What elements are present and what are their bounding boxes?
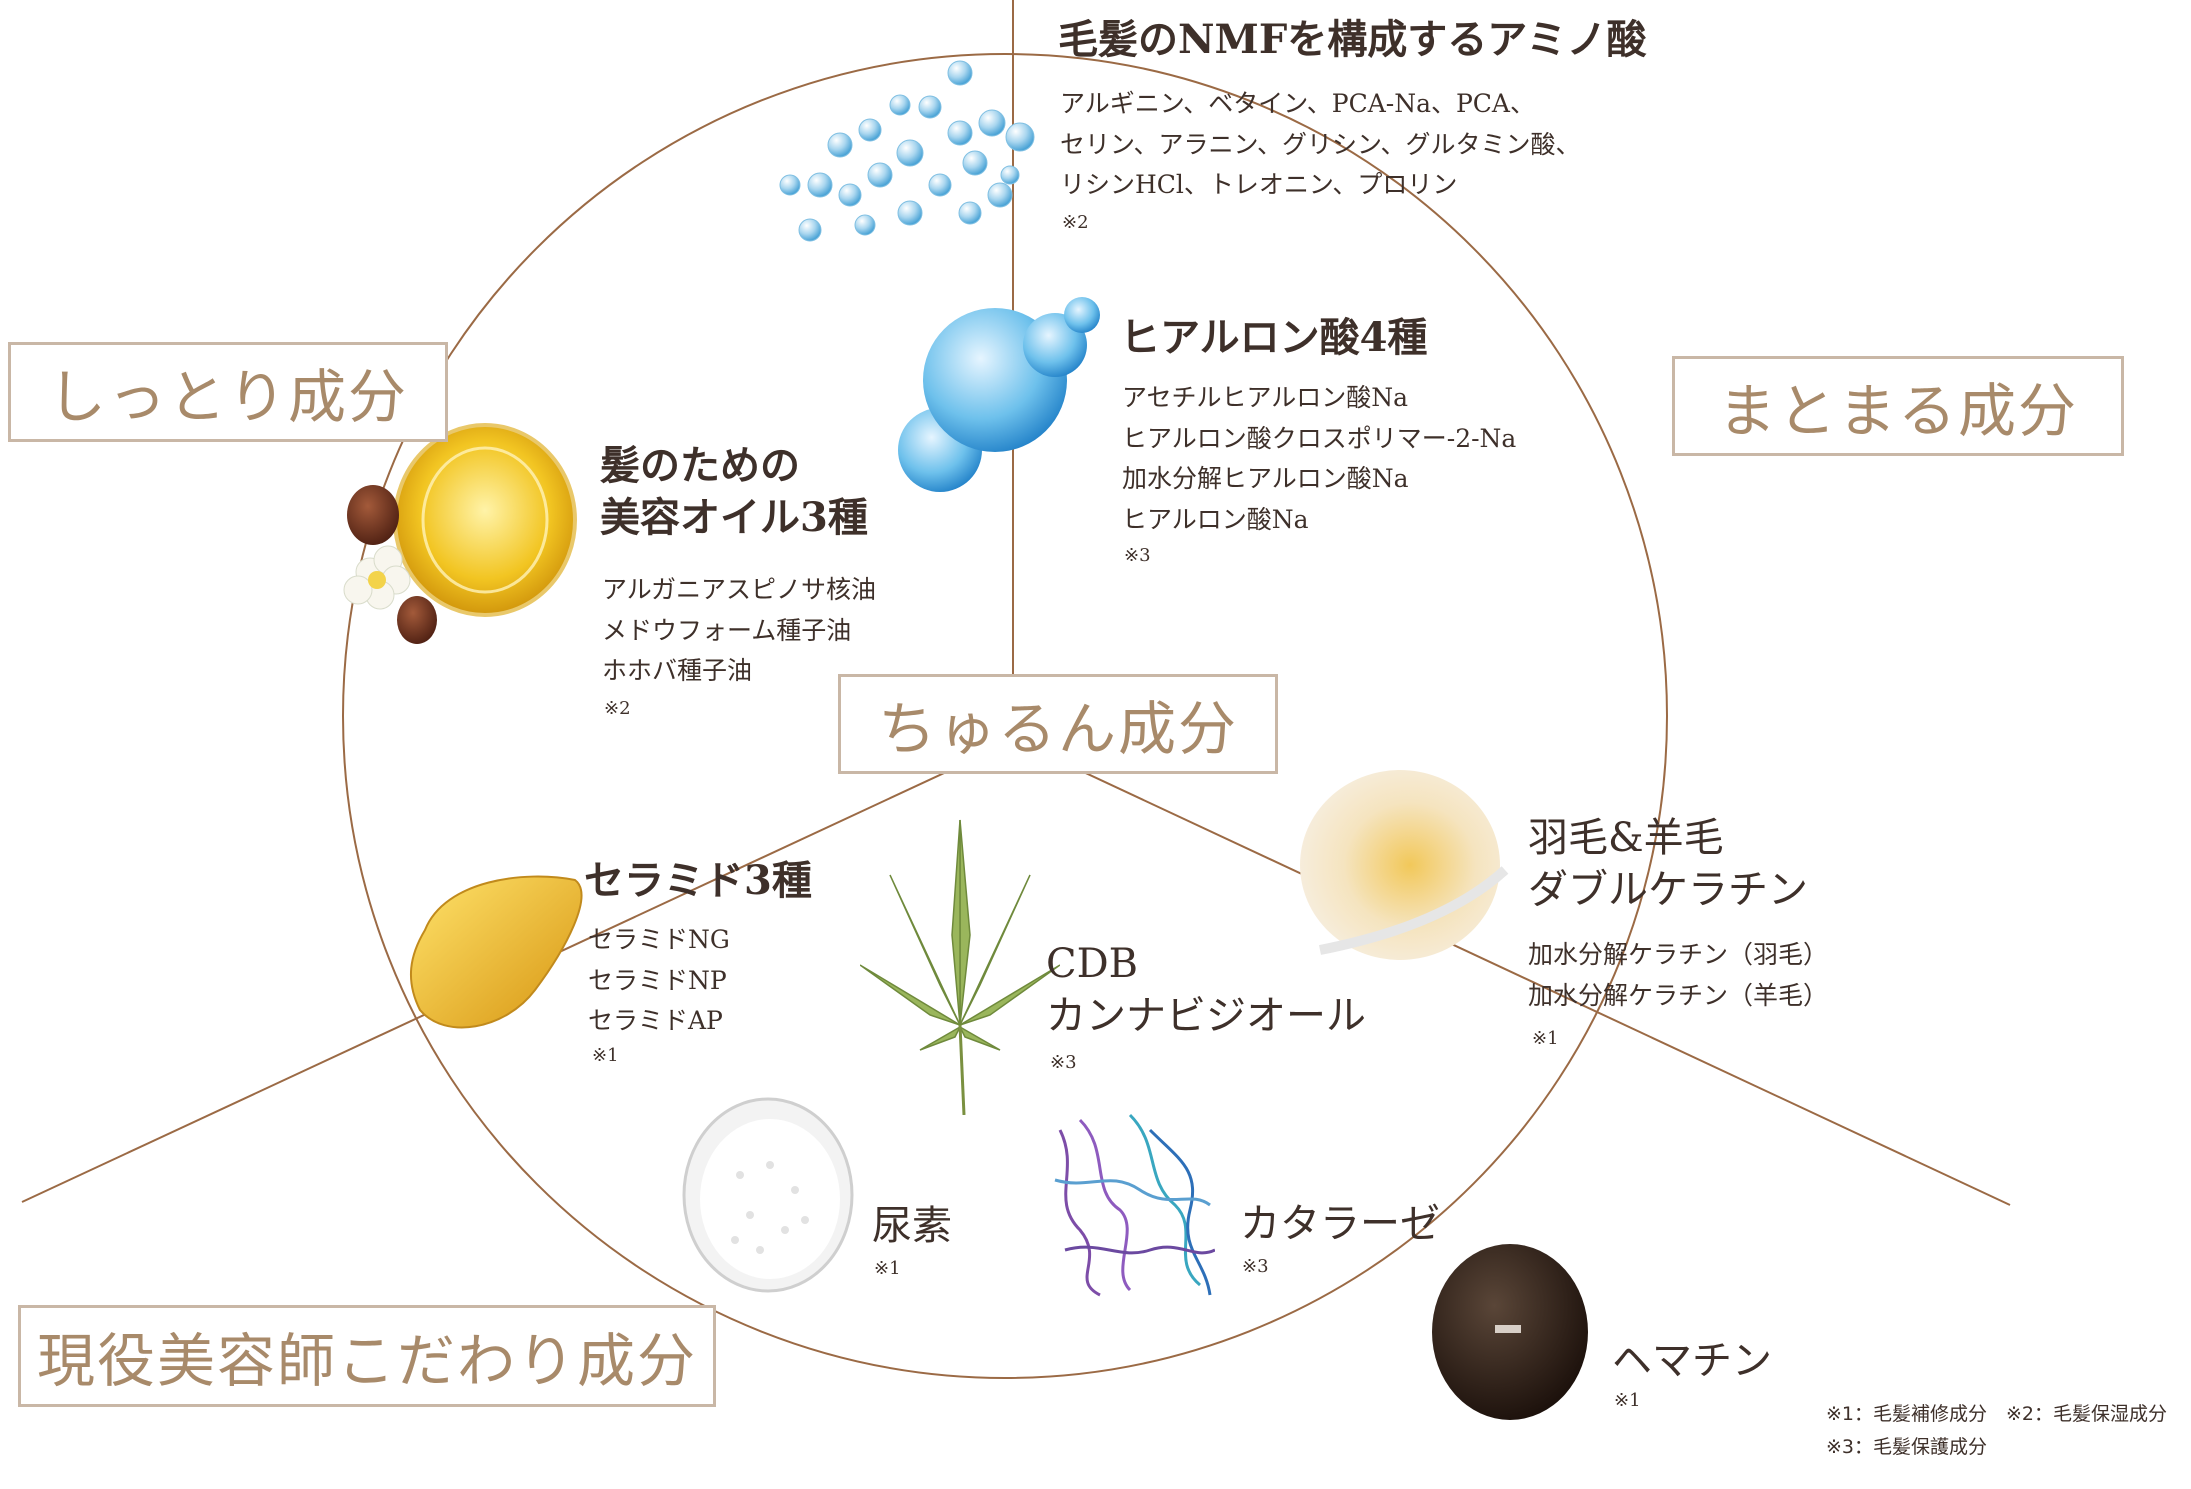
cbd-title: CDB カンナビジオール [1046, 938, 1366, 1042]
oil-title-line: 髪のための [600, 442, 800, 489]
urea-title: 尿素 [872, 1203, 952, 1249]
cbd-note: ※3 [1050, 1052, 1077, 1073]
ceramide-line: セラミドNP [588, 965, 727, 995]
urea-note: ※1 [874, 1258, 901, 1279]
hematin-icon [1432, 1244, 1588, 1420]
hyaluronic-title: ヒアルロン酸4種 [1120, 314, 1428, 361]
hyaluronic-ingredients: アセチルヒアルロン酸Na ヒアルロン酸クロスポリマー-2-Na 加水分解ヒアルロ… [1122, 378, 1516, 540]
legend-line-1: ※1：毛髪補修成分 ※2：毛髪保湿成分 [1826, 1403, 2168, 1425]
cbd-title-line: カンナビジオール [1046, 993, 1366, 1039]
ceramide-title: セラミド3種 [584, 857, 812, 904]
nmf-title: 毛髪のNMFを構成するアミノ酸 [1058, 16, 1647, 63]
cbd-title-line: CDB [1046, 941, 1139, 987]
urea-dish-icon [682, 1097, 854, 1293]
beauty-oil-icon [343, 423, 577, 644]
nmf-ingredients: アルギニン、ベタイン、PCA-Na、PCA、 セリン、アラニン、グリシン、グルタ… [1060, 84, 1581, 206]
keratin-title-line: ダブルケラチン [1528, 867, 1808, 913]
legend-line-2: ※3：毛髪保護成分 [1826, 1436, 1988, 1459]
footnote-legend: ※1：毛髪補修成分 ※2：毛髪保湿成分 ※3：毛髪保護成分 [1826, 1398, 2167, 1465]
ceramide-note: ※1 [592, 1045, 619, 1066]
oil-line: メドウフォーム種子油 [602, 615, 852, 645]
oil-line: ホホバ種子油 [602, 656, 753, 685]
nmf-line: リシンHCl、トレオニン、プロリン [1060, 170, 1458, 199]
hyaluronic-acid-icon [898, 297, 1100, 492]
keratin-title-line: 羽毛&羊毛 [1528, 815, 1724, 861]
nmf-line: セリン、アラニン、グリシン、グルタミン酸、 [1060, 129, 1581, 159]
keratin-line: 加水分解ケラチン（羽毛） [1528, 940, 1829, 969]
catalase-note: ※3 [1242, 1256, 1269, 1277]
ceramide-line: セラミドNG [588, 925, 730, 954]
oil-ingredients: アルガニアスピノサ核油 メドウフォーム種子油 ホホバ種子油 [602, 570, 876, 692]
keratin-note: ※1 [1532, 1028, 1559, 1049]
keratin-title: 羽毛&羊毛 ダブルケラチン [1528, 812, 1808, 916]
oil-line: アルガニアスピノサ核油 [602, 575, 877, 604]
ceramide-line: セラミドAP [588, 1006, 723, 1035]
nmf-note: ※2 [1062, 212, 1089, 233]
keratin-line: 加水分解ケラチン（羊毛） [1528, 980, 1829, 1010]
amino-acid-bubbles-icon [779, 60, 1035, 242]
category-churun: ちゅるん成分 [838, 674, 1278, 774]
oil-title: 髪のための 美容オイル3種 [600, 440, 868, 544]
ceramide-ingredients: セラミドNG セラミドNP セラミドAP [588, 920, 730, 1042]
category-shittori: しっとり成分 [8, 342, 448, 442]
category-matomaru: まとまる成分 [1672, 356, 2124, 456]
hyaluronic-line: 加水分解ヒアルロン酸Na [1122, 464, 1409, 493]
hyaluronic-note: ※3 [1124, 545, 1151, 566]
oil-note: ※2 [604, 698, 631, 719]
ceramide-drop-icon [409, 875, 583, 1029]
catalase-protein-icon [1054, 1113, 1215, 1297]
hyaluronic-line: ヒアルロン酸Na [1122, 504, 1309, 534]
category-biyoushi: 現役美容師こだわり成分 [18, 1305, 716, 1407]
oil-title-line: 美容オイル3種 [600, 494, 868, 541]
wool-keratin-icon [1300, 770, 1509, 960]
hematin-title: ヘマチン [1612, 1338, 1772, 1384]
cannabis-leaf-icon [860, 819, 1060, 1115]
outer-circle [342, 53, 1668, 1379]
hematin-note: ※1 [1614, 1390, 1641, 1411]
divider-right [1029, 746, 2011, 1206]
catalase-title: カタラーゼ [1240, 1201, 1440, 1247]
keratin-ingredients: 加水分解ケラチン（羽毛） 加水分解ケラチン（羊毛） [1528, 935, 1828, 1016]
hyaluronic-line: アセチルヒアルロン酸Na [1122, 383, 1409, 412]
hyaluronic-line: ヒアルロン酸クロスポリマー-2-Na [1122, 423, 1517, 453]
nmf-line: アルギニン、ベタイン、PCA-Na、PCA、 [1060, 89, 1535, 118]
